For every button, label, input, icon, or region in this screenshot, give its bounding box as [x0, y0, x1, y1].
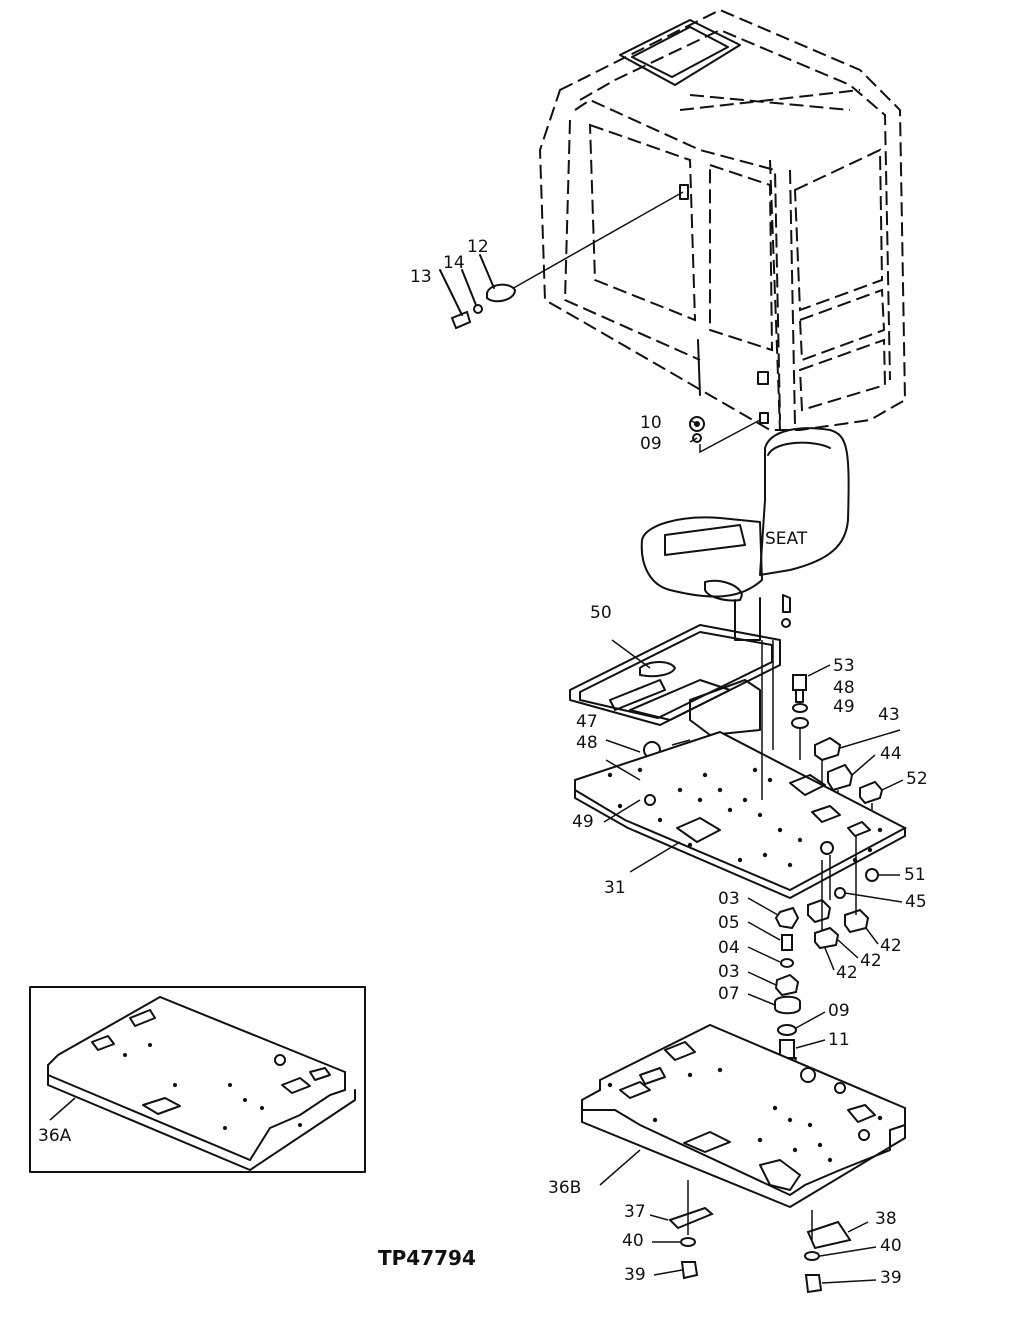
- callout-40-left: 40: [622, 1231, 644, 1251]
- callout-39-right: 39: [880, 1268, 902, 1288]
- callout-38: 38: [875, 1209, 897, 1229]
- callout-37: 37: [624, 1202, 646, 1222]
- callout-45: 45: [905, 892, 927, 912]
- callout-42-left: 42: [836, 963, 858, 983]
- figure-id: TP47794: [378, 1246, 476, 1270]
- callout-07: 07: [718, 984, 740, 1004]
- plate-holes: [607, 767, 883, 868]
- cab-mount-nut: [689, 416, 761, 454]
- operator-cab: [538, 8, 907, 431]
- callout-42-right: 42: [880, 936, 902, 956]
- callout-40-right: 40: [880, 1236, 902, 1256]
- base-plate-holes: [607, 1067, 883, 1163]
- floor-plate: [574, 640, 908, 899]
- bolt-stack-right: [791, 664, 831, 760]
- callout-labels: 13 14 12 10 09 50 53 48 49 47 48 43 44 5…: [38, 237, 928, 1288]
- callout-52: 52: [906, 769, 928, 789]
- callout-43: 43: [878, 705, 900, 725]
- callout-03-upper: 03: [718, 889, 740, 909]
- callout-03-lower: 03: [718, 962, 740, 982]
- callout-10: 10: [640, 413, 662, 433]
- callout-49-left: 49: [572, 812, 594, 832]
- floor-mat: [569, 624, 781, 736]
- callout-11: 11: [828, 1030, 850, 1050]
- inset-plate-variant: [29, 986, 366, 1173]
- callout-48-left: 48: [576, 733, 598, 753]
- callout-49-right: 49: [833, 697, 855, 717]
- center-mount-stack: [774, 906, 801, 1067]
- callout-44: 44: [880, 744, 902, 764]
- callout-36b: 36B: [548, 1178, 581, 1198]
- callout-39-left: 39: [624, 1265, 646, 1285]
- inset-holes: [123, 1043, 302, 1130]
- callout-09-lower: 09: [828, 1001, 850, 1021]
- callout-04: 04: [718, 938, 740, 958]
- callout-42-mid: 42: [860, 951, 882, 971]
- callout-50: 50: [590, 603, 612, 623]
- callout-47: 47: [576, 712, 598, 732]
- callout-51: 51: [904, 865, 926, 885]
- callout-48-right: 48: [833, 678, 855, 698]
- mirror-bracket-hardware: [439, 191, 684, 330]
- seat-label: SEAT: [765, 529, 808, 549]
- callout-05: 05: [718, 913, 740, 933]
- callout-31: 31: [604, 878, 626, 898]
- retaining-brackets: [649, 1180, 869, 1294]
- callout-12: 12: [467, 237, 489, 257]
- base-plate: [581, 1023, 906, 1208]
- callout-53: 53: [833, 656, 855, 676]
- lower-isolator-mounts: [807, 835, 879, 950]
- callout-14: 14: [443, 253, 465, 273]
- operator-seat: [640, 427, 850, 641]
- leader-lines: [603, 419, 904, 1284]
- callout-09-upper: 09: [640, 434, 662, 454]
- callout-13: 13: [410, 267, 432, 287]
- inset-label: 36A: [38, 1126, 72, 1146]
